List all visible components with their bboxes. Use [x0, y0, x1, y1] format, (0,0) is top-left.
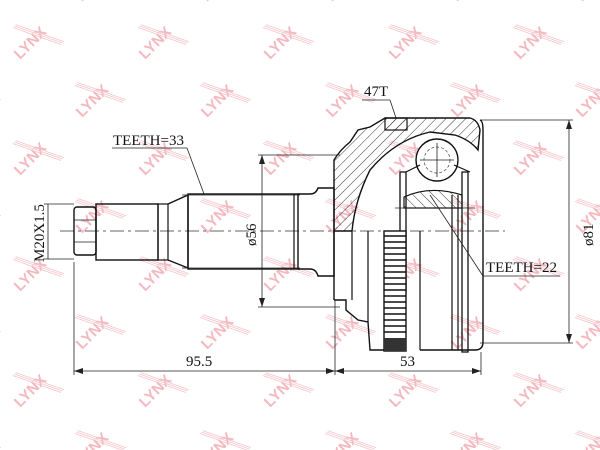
dimension-47t: 47T — [362, 84, 397, 119]
dimension-diameter-81: ø81 — [480, 119, 597, 344]
watermark-logo: LYNX — [573, 0, 600, 5]
label-teeth-33: TEETH=33 — [113, 133, 184, 149]
label-diameter-56: ø56 — [244, 223, 260, 246]
threaded-end — [73, 193, 189, 270]
svg-text:LYNX: LYNX — [573, 0, 600, 5]
ring-tab — [384, 117, 408, 131]
outer-housing — [333, 117, 484, 351]
label-teeth-22: TEETH=22 — [486, 260, 557, 276]
label-length-53: 53 — [400, 354, 415, 370]
dimension-thread: M20X1.5 — [32, 203, 74, 262]
dimension-lengths: 95.5 53 — [73, 262, 482, 375]
abs-ring — [383, 230, 407, 352]
label-length-95: 95.5 — [186, 354, 212, 370]
dimension-teeth-22: TEETH=22 — [429, 194, 560, 277]
dimension-teeth-33: TEETH=33 — [112, 133, 205, 195]
label-diameter-81: ø81 — [581, 224, 597, 247]
label-thread: M20X1.5 — [32, 204, 48, 262]
dimension-diameter-56: ø56 — [244, 154, 340, 308]
label-47t: 47T — [364, 84, 388, 100]
